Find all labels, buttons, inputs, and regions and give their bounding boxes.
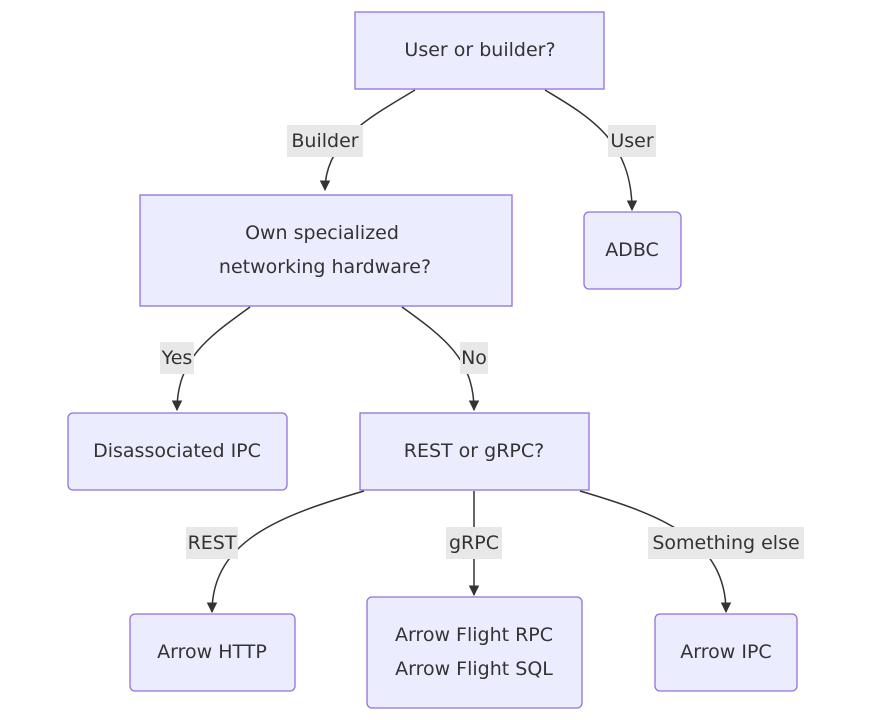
node-adbc: ADBC (583, 211, 682, 290)
node-own-hardware-line2: networking hardware? (219, 256, 431, 278)
edge-label-no-text: No (461, 347, 487, 369)
node-disassociated-ipc-label: Disassociated IPC (93, 440, 261, 462)
node-arrow-flight-line1: Arrow Flight RPC (395, 624, 553, 646)
node-user-or-builder-label: User or builder? (404, 39, 555, 61)
edge-label-yes-text: Yes (161, 347, 193, 369)
edge-label-rest: REST (186, 527, 238, 559)
node-arrow-flight: Arrow Flight RPC Arrow Flight SQL (366, 596, 583, 709)
node-arrow-ipc: Arrow IPC (654, 613, 798, 692)
edge-label-something-else: Something else (648, 527, 804, 559)
edge-label-rest-text: REST (188, 532, 237, 554)
edge-label-yes: Yes (160, 342, 194, 374)
node-own-hardware-line1: Own specialized (245, 222, 399, 244)
edge-label-builder-text: Builder (291, 130, 358, 152)
node-adbc-label: ADBC (605, 239, 659, 261)
node-rest-or-grpc: REST or gRPC? (359, 412, 590, 491)
edge-label-no: No (460, 342, 488, 374)
edge-label-user-text: User (610, 130, 653, 152)
edge-yes (171, 306, 251, 412)
edge-user (544, 89, 638, 212)
node-arrow-flight-line2: Arrow Flight SQL (395, 658, 553, 680)
node-arrow-http-label: Arrow HTTP (157, 641, 267, 663)
node-disassociated-ipc: Disassociated IPC (67, 412, 288, 491)
node-own-hardware: Own specialized networking hardware? (139, 194, 513, 307)
edge-no (401, 306, 480, 412)
node-rest-or-grpc-label: REST or gRPC? (404, 440, 544, 462)
node-arrow-http: Arrow HTTP (129, 613, 296, 692)
node-user-or-builder: User or builder? (354, 11, 605, 90)
edge-label-grpc-text: gRPC (449, 532, 499, 554)
edge-rest (206, 490, 365, 614)
node-arrow-ipc-label: Arrow IPC (680, 641, 771, 663)
edge-label-builder: Builder (287, 125, 363, 157)
edge-label-something-else-text: Something else (652, 532, 799, 554)
edge-label-grpc: gRPC (446, 527, 502, 559)
edge-label-user: User (608, 125, 656, 157)
